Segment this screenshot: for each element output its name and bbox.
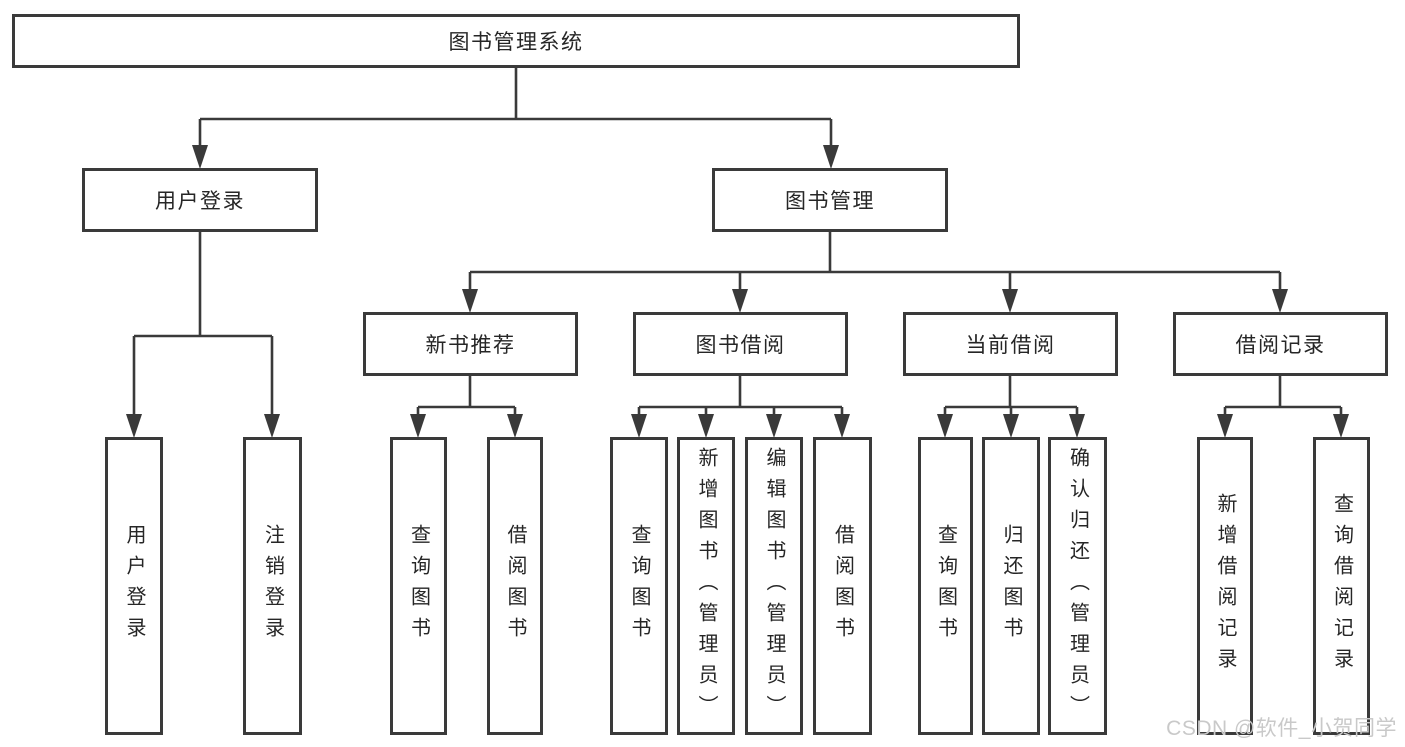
leaf-current-confirm-label: 确认归还（管理员） <box>1066 446 1089 726</box>
leaf-borrow-query: 查询图书 <box>610 437 668 735</box>
node-current-borrowing: 当前借阅 <box>903 312 1118 376</box>
watermark: CSDN @软件_小贺同学 <box>1166 717 1397 740</box>
node-book-mgmt-label: 图书管理 <box>785 190 875 213</box>
leaf-current-return-label: 归还图书 <box>1000 524 1022 648</box>
leaf-new-books-borrow-label: 借阅图书 <box>504 524 526 648</box>
leaf-user-login-label: 用户登录 <box>123 524 145 648</box>
arrowhead <box>732 289 748 313</box>
leaf-borrow-add: 新增图书（管理员） <box>677 437 735 735</box>
arrowhead <box>823 145 839 169</box>
node-user-login-label: 用户登录 <box>155 190 245 213</box>
leaf-borrow-add-label: 新增图书（管理员） <box>695 446 717 726</box>
leaf-borrow-edit: 编辑图书（管理员） <box>745 437 803 735</box>
arrowhead <box>264 414 280 438</box>
node-user-login: 用户登录 <box>82 168 318 232</box>
node-borrowing-records: 借阅记录 <box>1173 312 1388 376</box>
node-new-books: 新书推荐 <box>363 312 578 376</box>
arrowhead <box>1333 414 1349 438</box>
leaf-current-query: 查询图书 <box>918 437 973 735</box>
leaf-new-books-query-label: 查询图书 <box>407 524 430 648</box>
arrowhead <box>1217 414 1233 438</box>
node-borrowing-records-label: 借阅记录 <box>1235 334 1326 357</box>
leaf-records-add: 新增借阅记录 <box>1197 437 1253 735</box>
leaf-records-add-label: 新增借阅记录 <box>1214 493 1236 679</box>
leaf-current-confirm: 确认归还（管理员） <box>1048 437 1107 735</box>
node-book-borrowing: 图书借阅 <box>633 312 848 376</box>
leaf-new-books-borrow: 借阅图书 <box>487 437 543 735</box>
arrowhead <box>192 145 208 169</box>
arrowhead <box>126 414 142 438</box>
arrowhead <box>937 414 953 438</box>
arrowhead <box>698 414 714 438</box>
leaf-current-return: 归还图书 <box>982 437 1040 735</box>
arrowhead <box>462 289 478 313</box>
leaf-new-books-query: 查询图书 <box>390 437 447 735</box>
leaf-records-query-label: 查询借阅记录 <box>1330 493 1353 679</box>
arrowhead <box>834 414 850 438</box>
leaf-current-query-label: 查询图书 <box>934 524 957 648</box>
node-current-borrowing-label: 当前借阅 <box>965 334 1056 357</box>
arrowhead <box>1272 289 1288 313</box>
leaf-borrow-query-label: 查询图书 <box>628 524 650 648</box>
leaf-records-query: 查询借阅记录 <box>1313 437 1370 735</box>
node-book-mgmt: 图书管理 <box>712 168 948 232</box>
node-root-label: 图书管理系统 <box>448 31 584 54</box>
arrowhead <box>507 414 523 438</box>
arrowhead <box>1002 289 1018 313</box>
node-new-books-label: 新书推荐 <box>425 334 516 357</box>
arrowhead <box>1003 414 1019 438</box>
leaf-borrow-borrow: 借阅图书 <box>813 437 872 735</box>
arrowhead <box>1069 414 1085 438</box>
leaf-borrow-borrow-label: 借阅图书 <box>831 524 854 648</box>
arrowhead <box>410 414 426 438</box>
leaf-logout-label: 注销登录 <box>261 524 284 648</box>
node-book-borrowing-label: 图书借阅 <box>695 334 786 357</box>
leaf-user-login: 用户登录 <box>105 437 163 735</box>
arrowhead <box>766 414 782 438</box>
leaf-logout: 注销登录 <box>243 437 302 735</box>
arrowheads <box>126 145 1349 438</box>
leaf-borrow-edit-label: 编辑图书（管理员） <box>763 446 785 726</box>
arrowhead <box>631 414 647 438</box>
node-root: 图书管理系统 <box>12 14 1020 68</box>
